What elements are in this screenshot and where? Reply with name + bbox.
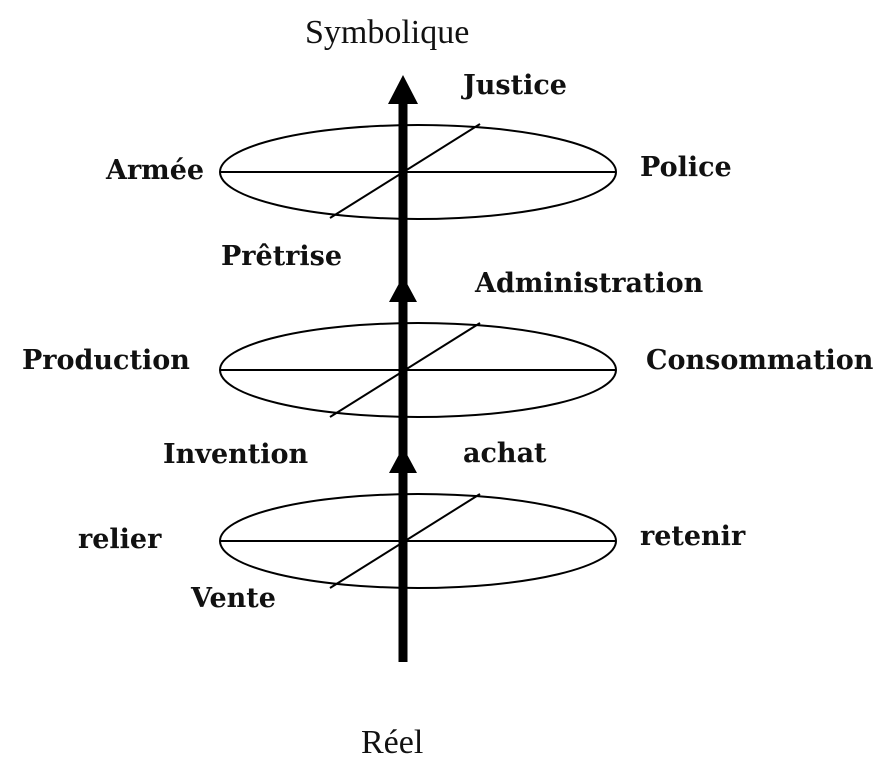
level-2-left-label: Production — [22, 345, 190, 376]
level-3-left-label: relier — [78, 524, 162, 555]
top-pole-label: Symbolique — [305, 14, 470, 51]
level-1-lower-left-label: Prêtrise — [221, 241, 343, 272]
level-3-disc — [219, 493, 617, 589]
axis-arrowhead-top — [388, 75, 418, 104]
level-3-lower-left-label: Vente — [191, 583, 276, 614]
axis-arrowhead-lower — [389, 447, 417, 473]
level-2-right-label: Consommation — [646, 345, 874, 376]
level-1-right-label: Police — [640, 152, 732, 183]
level-1-disc — [219, 123, 617, 220]
level-1-upper-right-label: Justice — [463, 70, 567, 101]
axis-arrowhead-middle — [389, 276, 417, 302]
level-2-upper-right-label: Administration — [475, 268, 704, 299]
level-3-upper-right-label: achat — [463, 438, 547, 469]
level-3-right-label: retenir — [640, 521, 746, 552]
bottom-pole-label: Réel — [361, 724, 424, 761]
level-2-lower-left-label: Invention — [163, 439, 309, 470]
level-2-disc — [219, 322, 617, 418]
level-1-left-label: Armée — [106, 155, 205, 186]
